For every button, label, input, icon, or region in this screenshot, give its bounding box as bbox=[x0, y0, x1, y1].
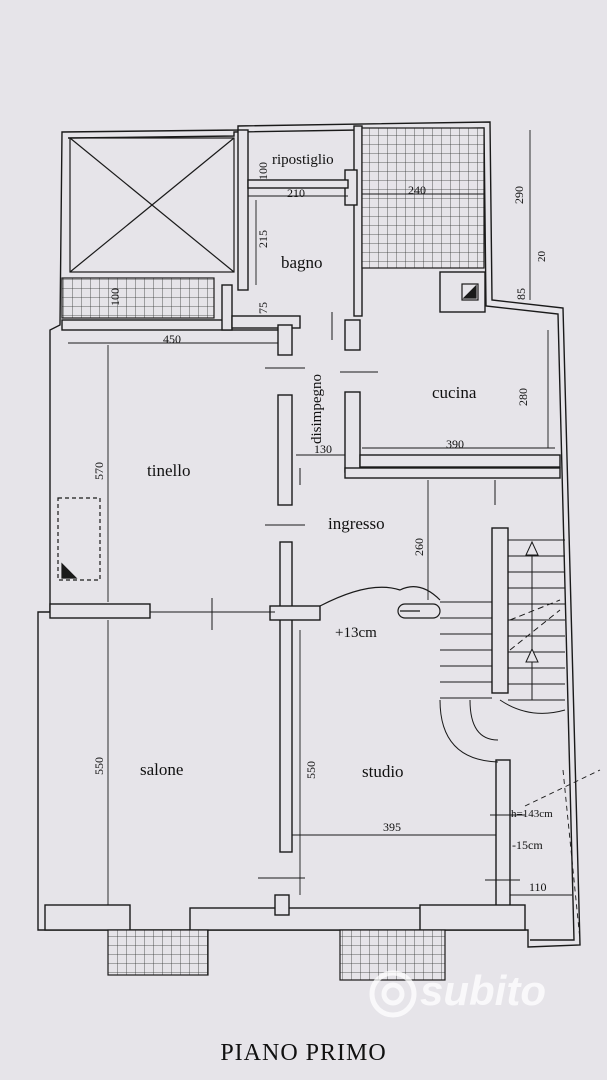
dim-right-85: 85 bbox=[514, 288, 528, 300]
dim-tinello-h: 570 bbox=[92, 462, 106, 480]
dim-right-top: 290 bbox=[512, 186, 526, 204]
room-label-cucina: cucina bbox=[432, 383, 477, 402]
dim-terrace-100: 100 bbox=[108, 288, 122, 306]
dim-cucina-h: 280 bbox=[516, 388, 530, 406]
dim-balcony-w: 240 bbox=[408, 183, 426, 197]
dim-ingresso-h: 260 bbox=[412, 538, 426, 556]
subito-logo-icon bbox=[369, 970, 417, 1018]
room-label-disimpegno: disimpegno bbox=[309, 374, 325, 444]
dim-bagno-small: 75 bbox=[256, 302, 270, 314]
room-label-ingresso: ingresso bbox=[328, 514, 385, 533]
watermark-text: subito bbox=[420, 967, 546, 1014]
dim-salone-h: 550 bbox=[92, 757, 106, 775]
light-well bbox=[69, 137, 235, 273]
dim-bagno-h: 215 bbox=[256, 230, 270, 248]
dim-studio-w: 395 bbox=[383, 820, 401, 834]
dim-studio-h: 550 bbox=[304, 761, 318, 779]
staircase bbox=[439, 539, 566, 763]
dim-bagno-w: 210 bbox=[287, 186, 305, 200]
inner-walls bbox=[44, 125, 561, 931]
level-note-stair-height: h=143cm bbox=[511, 808, 553, 820]
plan-title: PIANO PRIMO bbox=[220, 1040, 387, 1066]
room-label-bagno: bagno bbox=[281, 253, 323, 272]
dim-bottom-right-w: 110 bbox=[529, 880, 547, 894]
dimension-ticks bbox=[211, 312, 525, 881]
level-note-stair-level: -15cm bbox=[512, 838, 543, 852]
dim-ripostiglio-h: 100 bbox=[256, 162, 270, 180]
dim-tinello-w: 450 bbox=[163, 332, 181, 346]
room-label-ripostiglio: ripostiglio bbox=[272, 152, 334, 168]
dim-cucina-w: 390 bbox=[446, 437, 464, 451]
entrance-door bbox=[319, 586, 441, 619]
dim-right-20: 20 bbox=[536, 251, 548, 262]
room-label-salone: salone bbox=[140, 760, 184, 779]
dimension-lines bbox=[68, 130, 601, 941]
terraces bbox=[61, 127, 485, 981]
room-label-studio: studio bbox=[362, 762, 404, 781]
subito-watermark: subito bbox=[368, 965, 588, 1025]
room-label-tinello: tinello bbox=[147, 461, 191, 480]
level-note-ingresso: +13cm bbox=[335, 625, 377, 641]
dim-disimpegno-w: 130 bbox=[314, 442, 332, 456]
shafts bbox=[57, 283, 479, 581]
outer-walls bbox=[37, 121, 581, 948]
